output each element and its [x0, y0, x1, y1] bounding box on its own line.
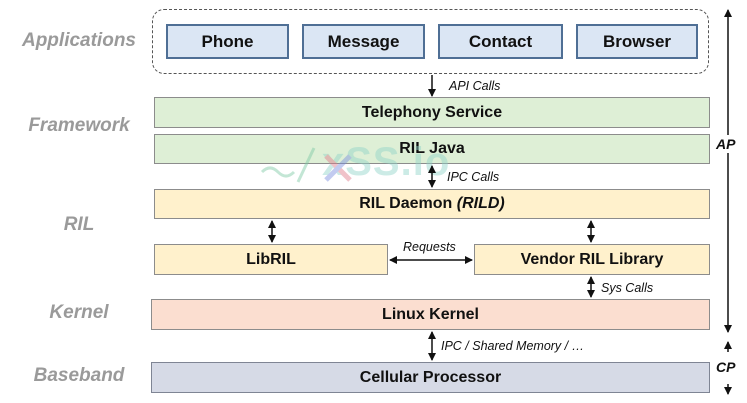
- watermark-x-icon: [324, 154, 352, 182]
- ril-java-box: RIL Java: [154, 134, 710, 164]
- cp-label: CP: [716, 359, 736, 375]
- ril-daemon-abbr: (RILD): [456, 195, 505, 212]
- layer-label-framework: Framework: [28, 115, 130, 136]
- vendor-ril-library-box: Vendor RIL Library: [474, 244, 710, 275]
- app-contact: Contact: [438, 24, 563, 59]
- watermark-tilde-icon: [260, 147, 316, 183]
- ril-daemon-label: RIL Daemon: [359, 195, 453, 212]
- libril-box: LibRIL: [154, 244, 388, 275]
- ipc-shared-memory-label: IPC / Shared Memory / …: [441, 339, 585, 353]
- app-message: Message: [302, 24, 425, 59]
- applications-container: [152, 9, 709, 74]
- app-phone: Phone: [166, 24, 289, 59]
- api-calls-label: API Calls: [449, 79, 501, 93]
- layer-label-applications: Applications: [21, 30, 136, 51]
- cellular-processor-box: Cellular Processor: [151, 362, 710, 393]
- sys-calls-label: Sys Calls: [601, 281, 654, 295]
- layer-label-baseband: Baseband: [33, 365, 125, 386]
- linux-kernel-box: Linux Kernel: [151, 299, 710, 330]
- telephony-service-box: Telephony Service: [154, 97, 710, 128]
- layer-label-kernel: Kernel: [49, 302, 109, 323]
- ril-daemon-box: RIL Daemon (RILD): [154, 189, 710, 219]
- ap-label: AP: [716, 135, 736, 153]
- ipc-calls-label: IPC Calls: [447, 170, 500, 184]
- layer-label-ril: RIL: [63, 214, 95, 235]
- app-browser: Browser: [576, 24, 698, 59]
- requests-label: Requests: [403, 240, 456, 254]
